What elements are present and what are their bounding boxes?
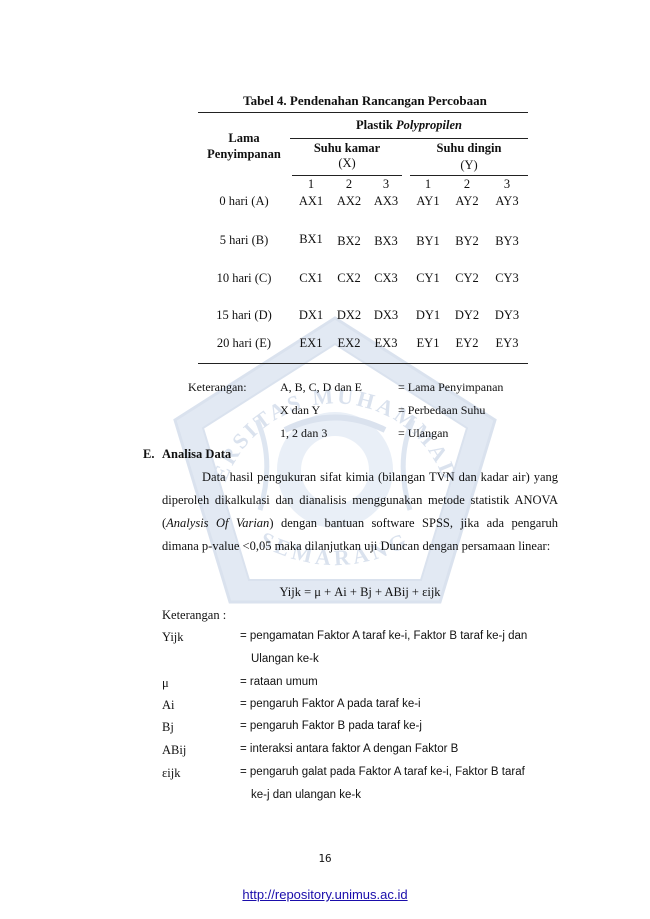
subgroup-rule-y [410,175,528,176]
table-cell: CY1 [416,271,440,285]
group-header-rule [290,138,528,139]
definition-desc: = pengaruh Faktor B pada taraf ke-j [240,720,422,732]
subgroup-x-name: Suhu kamar [313,141,381,155]
university-seal-watermark: UNIVERSITAS MUHAMMADIYAH SEMARANG [165,310,497,604]
table-cell: EX2 [337,336,361,350]
table-cell: DY1 [415,308,441,322]
table-cell: EX1 [299,336,323,350]
subgroup-y-code: (Y) [460,158,478,172]
table-cell: AX2 [336,194,362,208]
definition-symbol: εijk [162,766,181,780]
rep-number: 3 [503,177,511,191]
table-top-rule [198,112,528,113]
table-cell: EX3 [374,336,398,350]
table-row-label: 5 hari (B) [219,233,269,247]
rep-number: 2 [463,177,471,191]
definition-symbol: Bj [162,720,174,734]
table-cell: AY1 [416,194,440,208]
definition-symbol: Ai [162,698,175,712]
definition-desc-cont: Ulangan ke-k [251,653,319,665]
table-cell: DY3 [494,308,520,322]
table-row-label: 0 hari (A) [219,194,269,208]
table-cell: BY2 [455,234,479,248]
definition-desc: = pengamatan Faktor A taraf ke-i, Faktor… [240,630,528,642]
table-cell: CY3 [495,271,519,285]
table-title: Tabel 4. Pendenahan Rancangan Percobaan [243,93,487,108]
legend-desc: = Lama Penyimpanan [398,380,504,394]
definition-desc: = rataan umum [240,676,318,688]
rep-number: 2 [345,177,353,191]
table-cell: BX2 [337,234,361,248]
row-header-line2: Penyimpanan [207,147,281,161]
section-letter: E. [143,447,155,461]
table-cell: CX2 [337,271,361,285]
group-header: Plastik Polypropilen [356,118,462,132]
legend-desc: = Ulangan [398,426,449,440]
definition-desc: = interaksi antara faktor A dengan Fakto… [240,743,459,755]
table-cell: AY3 [495,194,519,208]
table-cell: EY3 [495,336,519,350]
table-cell: EY2 [455,336,479,350]
table-cell: AX1 [298,194,324,208]
legend-label: Keterangan: [188,380,247,394]
legend-symbol: 1, 2 dan 3 [280,426,328,440]
table-cell: DX3 [373,308,399,322]
table-cell: CX1 [299,271,323,285]
subgroup-x-code: (X) [338,156,356,170]
table-cell: BY1 [416,234,440,248]
linear-model-formula: Yijk = μ + Ai + Bj + ABij + εijk [279,585,441,599]
definitions-label: Keterangan : [162,608,227,622]
rep-number: 3 [382,177,390,191]
table-row-label: 10 hari (C) [216,271,272,285]
table-cell: CX3 [374,271,398,285]
table-cell: DY2 [454,308,480,322]
definition-symbol: Yijk [162,630,184,644]
table-cell: EY1 [416,336,440,350]
row-header-line1: Lama [228,131,260,145]
legend-symbol: A, B, C, D dan E [280,380,362,394]
table-cell: BY3 [495,234,519,248]
table-row-label: 20 hari (E) [216,336,272,350]
definition-desc-cont: ke-j dan ulangan ke-k [251,789,361,801]
legend-desc: = Perbedaan Suhu [398,403,486,417]
page-number: 16 [318,852,332,865]
definition-symbol: ABij [162,743,187,757]
table-cell: BX3 [374,234,398,248]
repository-link[interactable]: http://repository.unimus.ac.id [242,887,408,902]
definition-desc: = pengaruh galat pada Faktor A taraf ke-… [240,766,525,778]
table-cell: CY2 [455,271,479,285]
subgroup-rule-x [292,175,402,176]
analysis-paragraph: Data hasil pengukuran sifat kimia (bilan… [162,470,558,553]
table-bottom-rule [198,363,528,364]
table-cell: AY2 [455,194,479,208]
table-cell: DX1 [298,308,324,322]
definition-symbol: μ [162,676,169,690]
subgroup-y-name: Suhu dingin [436,141,502,155]
rep-number: 1 [424,177,432,191]
legend-symbol: X dan Y [280,403,321,417]
definition-desc: = pengaruh Faktor A pada taraf ke-i [240,698,421,710]
table-row-label: 15 hari (D) [216,308,272,322]
table-cell: AX3 [373,194,399,208]
table-cell: DX2 [336,308,362,322]
rep-number: 1 [307,177,315,191]
table-cell: BX1 [299,232,323,246]
section-heading: Analisa Data [162,447,232,461]
